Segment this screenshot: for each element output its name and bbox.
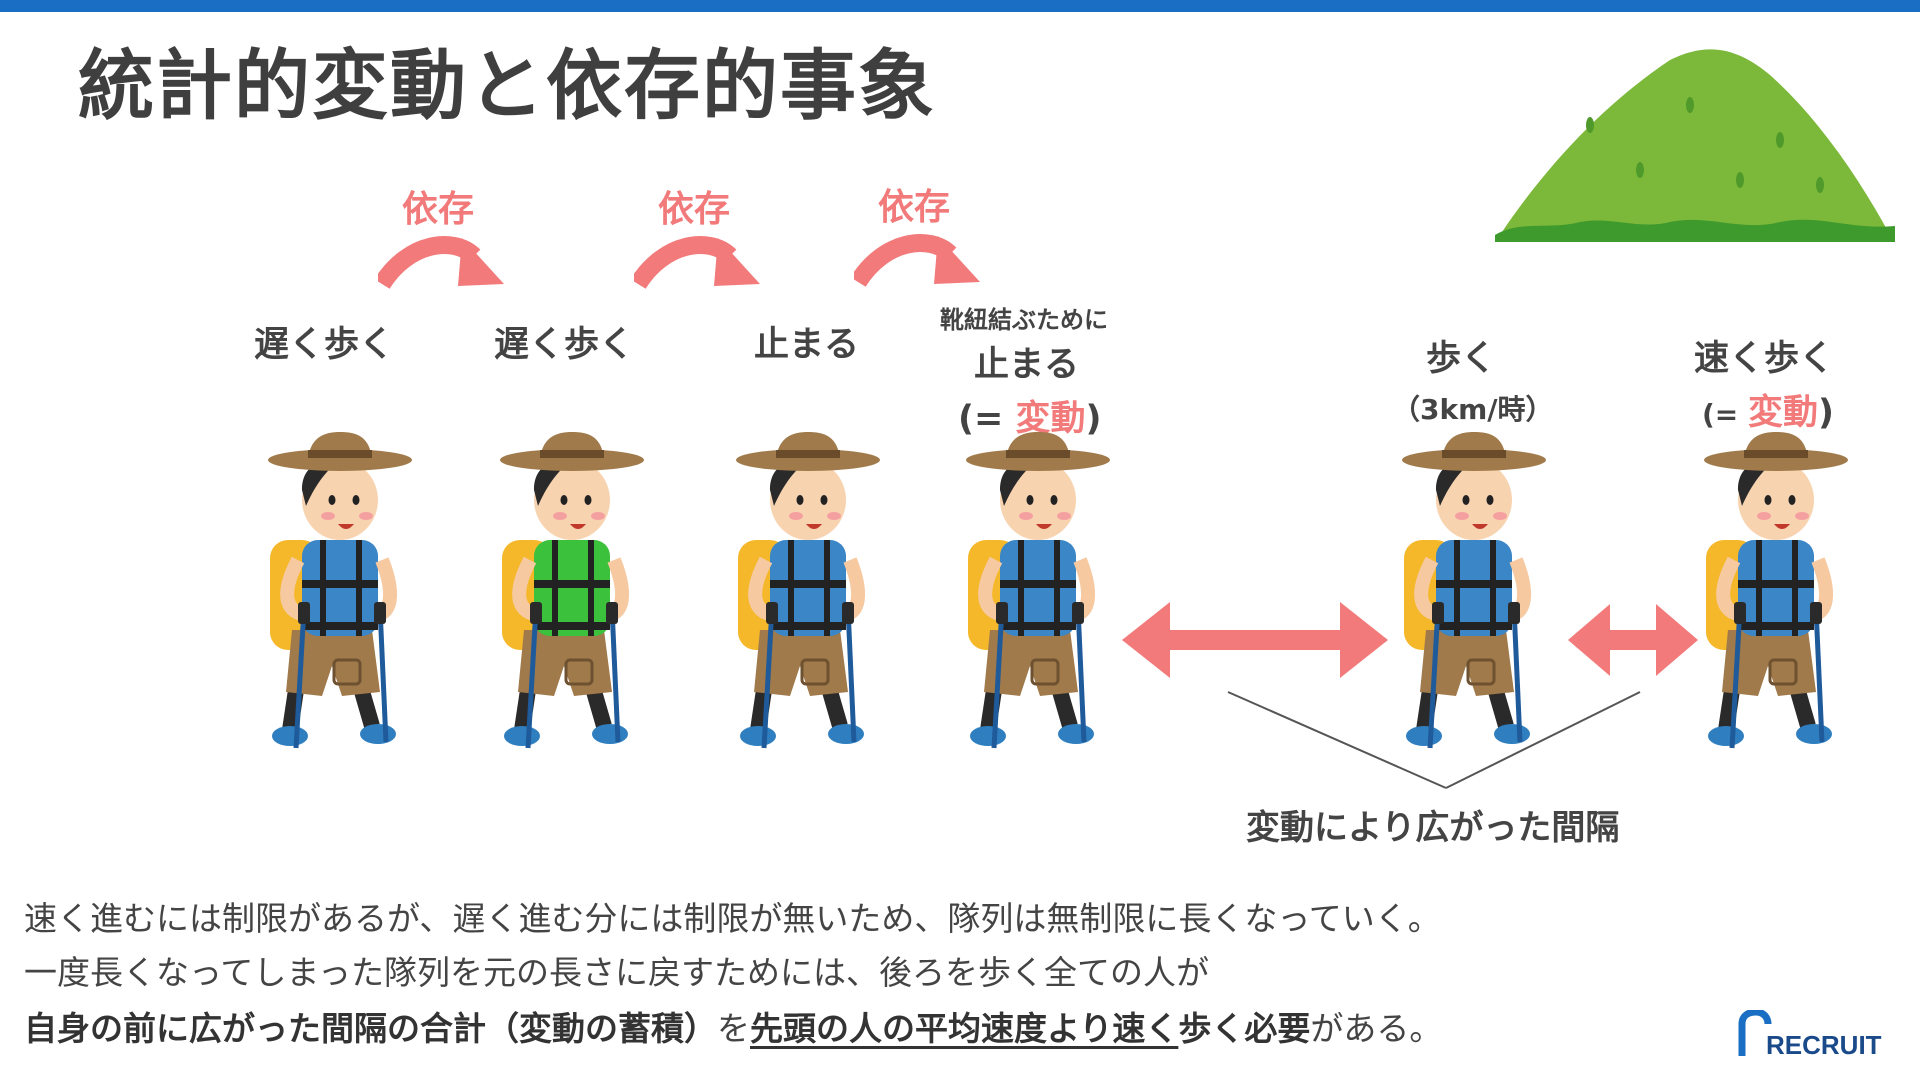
top-accent-bar — [0, 0, 1920, 12]
hiker-figure — [1402, 432, 1546, 749]
hiker-figure — [736, 432, 880, 749]
hiker-4-reason: 靴紐結ぶために — [940, 306, 1108, 334]
hiker-figure — [500, 432, 644, 749]
hill-illustration — [1495, 49, 1895, 242]
hiker-figure — [268, 432, 412, 749]
paragraph-line-1: 速く進むには制限があるが、遅く進む分には制限が無いため、隊列は無制限に長くなって… — [24, 899, 1441, 938]
gap-note: 変動により広がった間隔 — [1246, 808, 1620, 848]
dependency-label: 依存 — [878, 187, 951, 228]
hiker-4-action: 止まる — [974, 345, 1080, 385]
hiker-1-action: 遅く歩く — [254, 325, 395, 365]
dependency-arrow — [634, 236, 760, 290]
hiker-2-action: 遅く歩く — [494, 325, 635, 365]
page-title: 統計的変動と依存的事象 — [78, 41, 936, 130]
hiker-6-variation: (= 変動) — [1702, 393, 1835, 433]
hiker-figure — [1704, 432, 1848, 749]
hiker-6-action: 速く歩く — [1694, 339, 1835, 379]
recruit-logo: RECRUIT — [1738, 1008, 1898, 1060]
gap-bracket — [1227, 691, 1641, 789]
paragraph-line-3: 自身の前に広がった間隔の合計（変動の蓄積）を先頭の人の平均速度より速く歩く必要が… — [24, 1009, 1443, 1048]
gap-arrow-narrow — [1568, 604, 1698, 676]
dependency-arrow — [854, 234, 980, 288]
logo-text: RECRUIT — [1766, 1030, 1882, 1060]
hiker-3-action: 止まる — [754, 325, 860, 365]
hiker-5-action: 歩く — [1426, 339, 1497, 379]
hiker-figure — [966, 432, 1110, 749]
gap-arrow-wide — [1122, 602, 1388, 678]
dependency-arrow — [378, 236, 504, 290]
paragraph-line-2: 一度長くなってしまった隊列を元の長さに戻すためには、後ろを歩く全ての人が — [24, 953, 1210, 992]
dependency-label: 依存 — [402, 189, 475, 230]
hiker-4-variation: (= 変動) — [958, 399, 1102, 439]
hiker-5-speed: （3km/時） — [1392, 393, 1554, 426]
dependency-label: 依存 — [658, 189, 731, 230]
